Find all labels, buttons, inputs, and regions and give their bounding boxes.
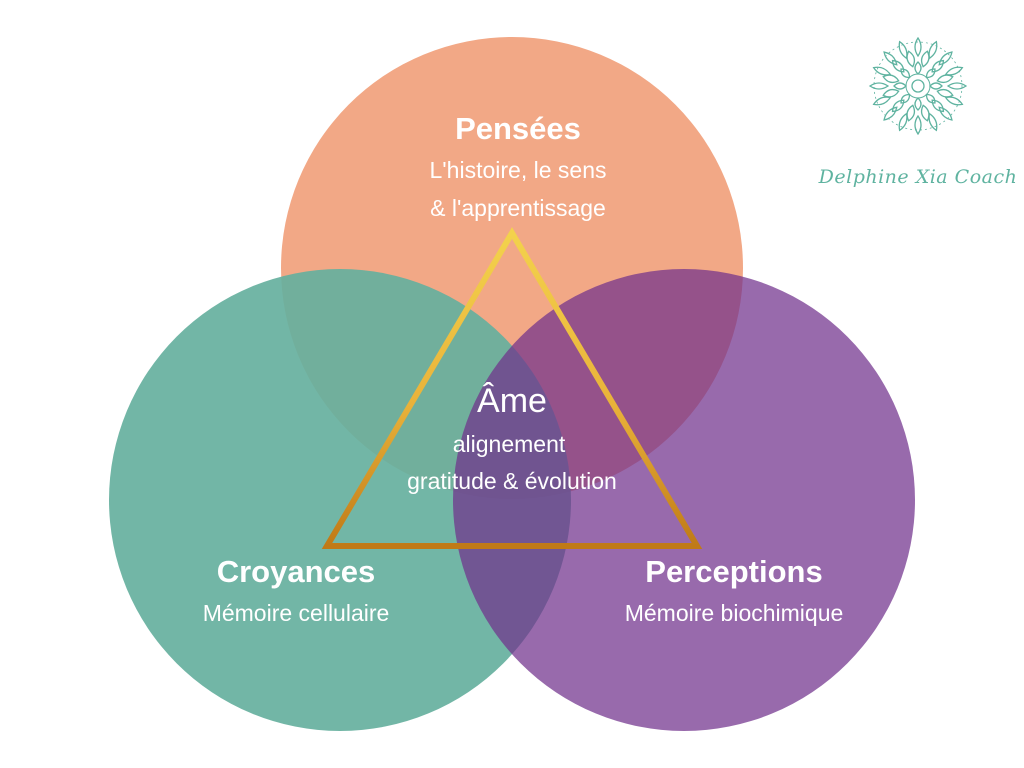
perceptions-line-1: Mémoire biochimique [625, 600, 844, 626]
mandala-petal [898, 112, 908, 132]
mandala-petal [883, 106, 898, 121]
mandala-petal [914, 36, 922, 58]
mandala-petal [938, 106, 953, 121]
mandala-petal [900, 93, 911, 104]
mandala-petal [891, 99, 905, 113]
mandala-petal [931, 59, 945, 73]
mandala-petal [883, 51, 898, 66]
pensees-line-1: L'histoire, le sens [430, 157, 607, 183]
mandala-petal [882, 74, 900, 84]
mandala-petal [882, 88, 900, 98]
mandala-petal [906, 104, 916, 122]
mandala-petal [872, 96, 892, 106]
mandala-petal [914, 97, 922, 111]
mandala-petal [928, 112, 938, 132]
mandala-petal [929, 82, 943, 90]
center-line-2: gratitude & évolution [407, 468, 617, 494]
circles [109, 37, 915, 731]
circle-croyances [109, 269, 571, 731]
croyances-title: Croyances [217, 554, 376, 589]
soul-triangle [321, 227, 703, 549]
mandala-petal [925, 68, 936, 79]
mandala-petal [891, 59, 905, 73]
circle-perceptions [453, 269, 915, 731]
mandala-petal [944, 96, 964, 106]
mandala-petal [906, 50, 916, 68]
perceptions-title: Perceptions [645, 554, 822, 589]
mandala-petal [931, 99, 945, 113]
mandala-petal [872, 66, 892, 76]
mandala-petal [868, 82, 890, 90]
mandala-petal [925, 93, 936, 104]
mandala-petal [920, 104, 930, 122]
center-line-1: alignement [453, 431, 566, 457]
mandala-petal [914, 61, 922, 75]
mandala-petal [893, 82, 907, 90]
mandala-petal [936, 88, 954, 98]
mandala-icon [868, 36, 968, 136]
mandala-petal [914, 114, 922, 136]
brand-logo: Delphine Xia Coach [818, 36, 1018, 188]
croyances-line-1: Mémoire cellulaire [203, 600, 390, 626]
pensees-line-2: & l'apprentissage [430, 195, 606, 221]
mandala-petal [946, 82, 968, 90]
mandala-petal [944, 66, 964, 76]
mandala-petal [920, 50, 930, 68]
mandala-petal [900, 68, 911, 79]
mandala-petal [898, 40, 908, 60]
center-title: Âme [477, 382, 547, 420]
mandala-petal [936, 74, 954, 84]
mandala-petal [938, 51, 953, 66]
pensees-title: Pensées [455, 111, 581, 146]
mandala-petal [928, 40, 938, 60]
brand-name: Delphine Xia Coach [818, 166, 1018, 188]
